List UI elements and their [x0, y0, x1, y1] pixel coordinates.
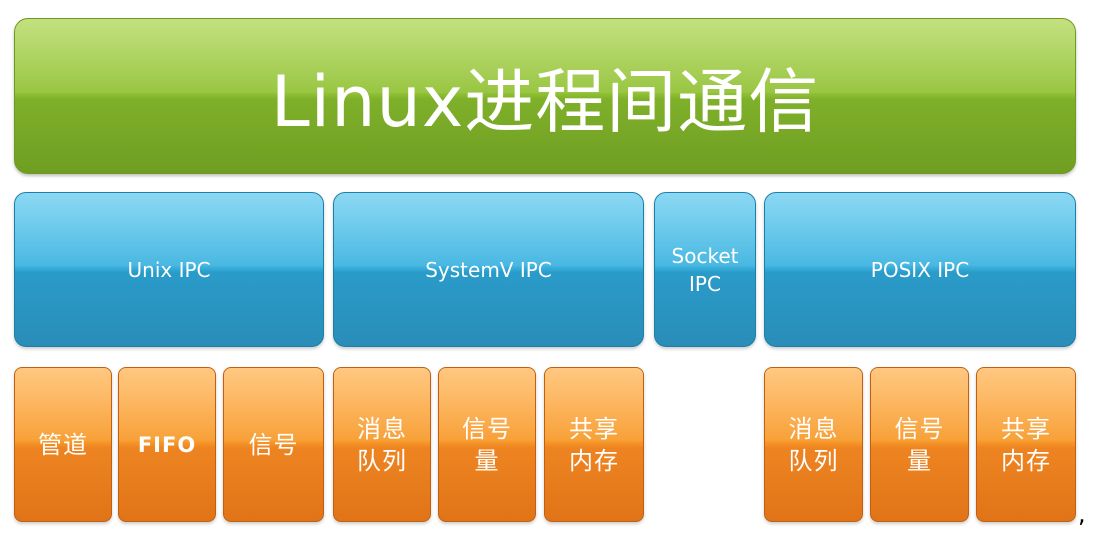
category-socket-ipc: Socket IPC — [654, 192, 756, 347]
leaf-fifo: FIFO — [118, 367, 216, 522]
leaf-label: 共享 内存 — [1001, 414, 1051, 475]
category-systemv-ipc: SystemV IPC — [333, 192, 644, 347]
leaf-posix-semaphore: 信号 量 — [870, 367, 969, 522]
leaf-label: 共享 内存 — [569, 414, 619, 475]
trailing-comma: , — [1078, 500, 1086, 528]
leaf-label: FIFO — [137, 432, 197, 457]
title-banner: Linux进程间通信 — [14, 18, 1076, 174]
leaf-posix-shared-memory: 共享 内存 — [976, 367, 1076, 522]
category-label: SystemV IPC — [425, 257, 552, 282]
leaf-systemv-message-queue: 消息 队列 — [333, 367, 431, 522]
leaf-label: 信号 量 — [894, 414, 945, 475]
leaf-label: 信号 量 — [462, 414, 512, 475]
leaf-label: 管道 — [38, 430, 88, 459]
leaf-signal: 信号 — [223, 367, 324, 522]
leaf-systemv-semaphore: 信号 量 — [438, 367, 536, 522]
category-label: Socket IPC — [671, 243, 739, 296]
category-unix-ipc: Unix IPC — [14, 192, 324, 347]
leaf-label: 消息 队列 — [788, 414, 839, 475]
leaf-posix-message-queue: 消息 队列 — [764, 367, 863, 522]
category-posix-ipc: POSIX IPC — [764, 192, 1076, 347]
leaf-pipe: 管道 — [14, 367, 112, 522]
leaf-label: 消息 队列 — [357, 414, 407, 475]
category-label: POSIX IPC — [870, 257, 970, 282]
leaf-label: 信号 — [248, 430, 299, 459]
category-label: Unix IPC — [127, 257, 211, 282]
diagram-title: Linux进程间通信 — [270, 60, 820, 143]
leaf-systemv-shared-memory: 共享 内存 — [544, 367, 644, 522]
